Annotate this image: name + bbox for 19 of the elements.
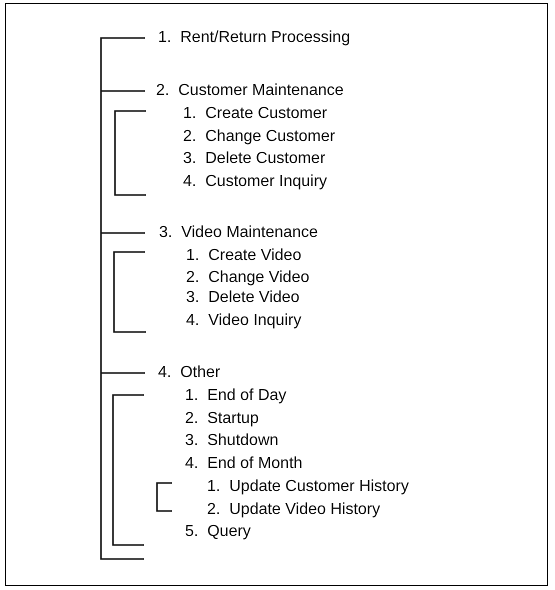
menu-item: 3. Delete Video [186, 289, 300, 307]
menu-item: 1. Create Customer [183, 105, 328, 123]
menu-item: 4. Customer Inquiry [183, 173, 328, 191]
menu-item: 2. Change Customer [183, 128, 336, 146]
menu-item: 3. Shutdown [185, 432, 278, 450]
menu-item: 4. Other [158, 364, 220, 382]
menu-item: 2. Update Video History [207, 501, 380, 519]
menu-item: 3. Delete Customer [183, 150, 326, 168]
menu-item: 1. Rent/Return Processing [158, 29, 350, 47]
menu-item: 4. End of Month [185, 455, 302, 473]
menu-item: 2. Customer Maintenance [156, 82, 344, 100]
menu-item: 1. Create Video [186, 247, 302, 265]
menu-item: 5. Query [185, 523, 251, 541]
menu-item: 1. End of Day [185, 387, 286, 405]
menu-item: 3. Video Maintenance [159, 224, 318, 242]
menu-item: 2. Startup [185, 410, 259, 428]
menu-item: 1. Update Customer History [207, 478, 409, 496]
menu-item: 2. Change Video [186, 269, 310, 287]
menu-item: 4. Video Inquiry [186, 312, 302, 330]
